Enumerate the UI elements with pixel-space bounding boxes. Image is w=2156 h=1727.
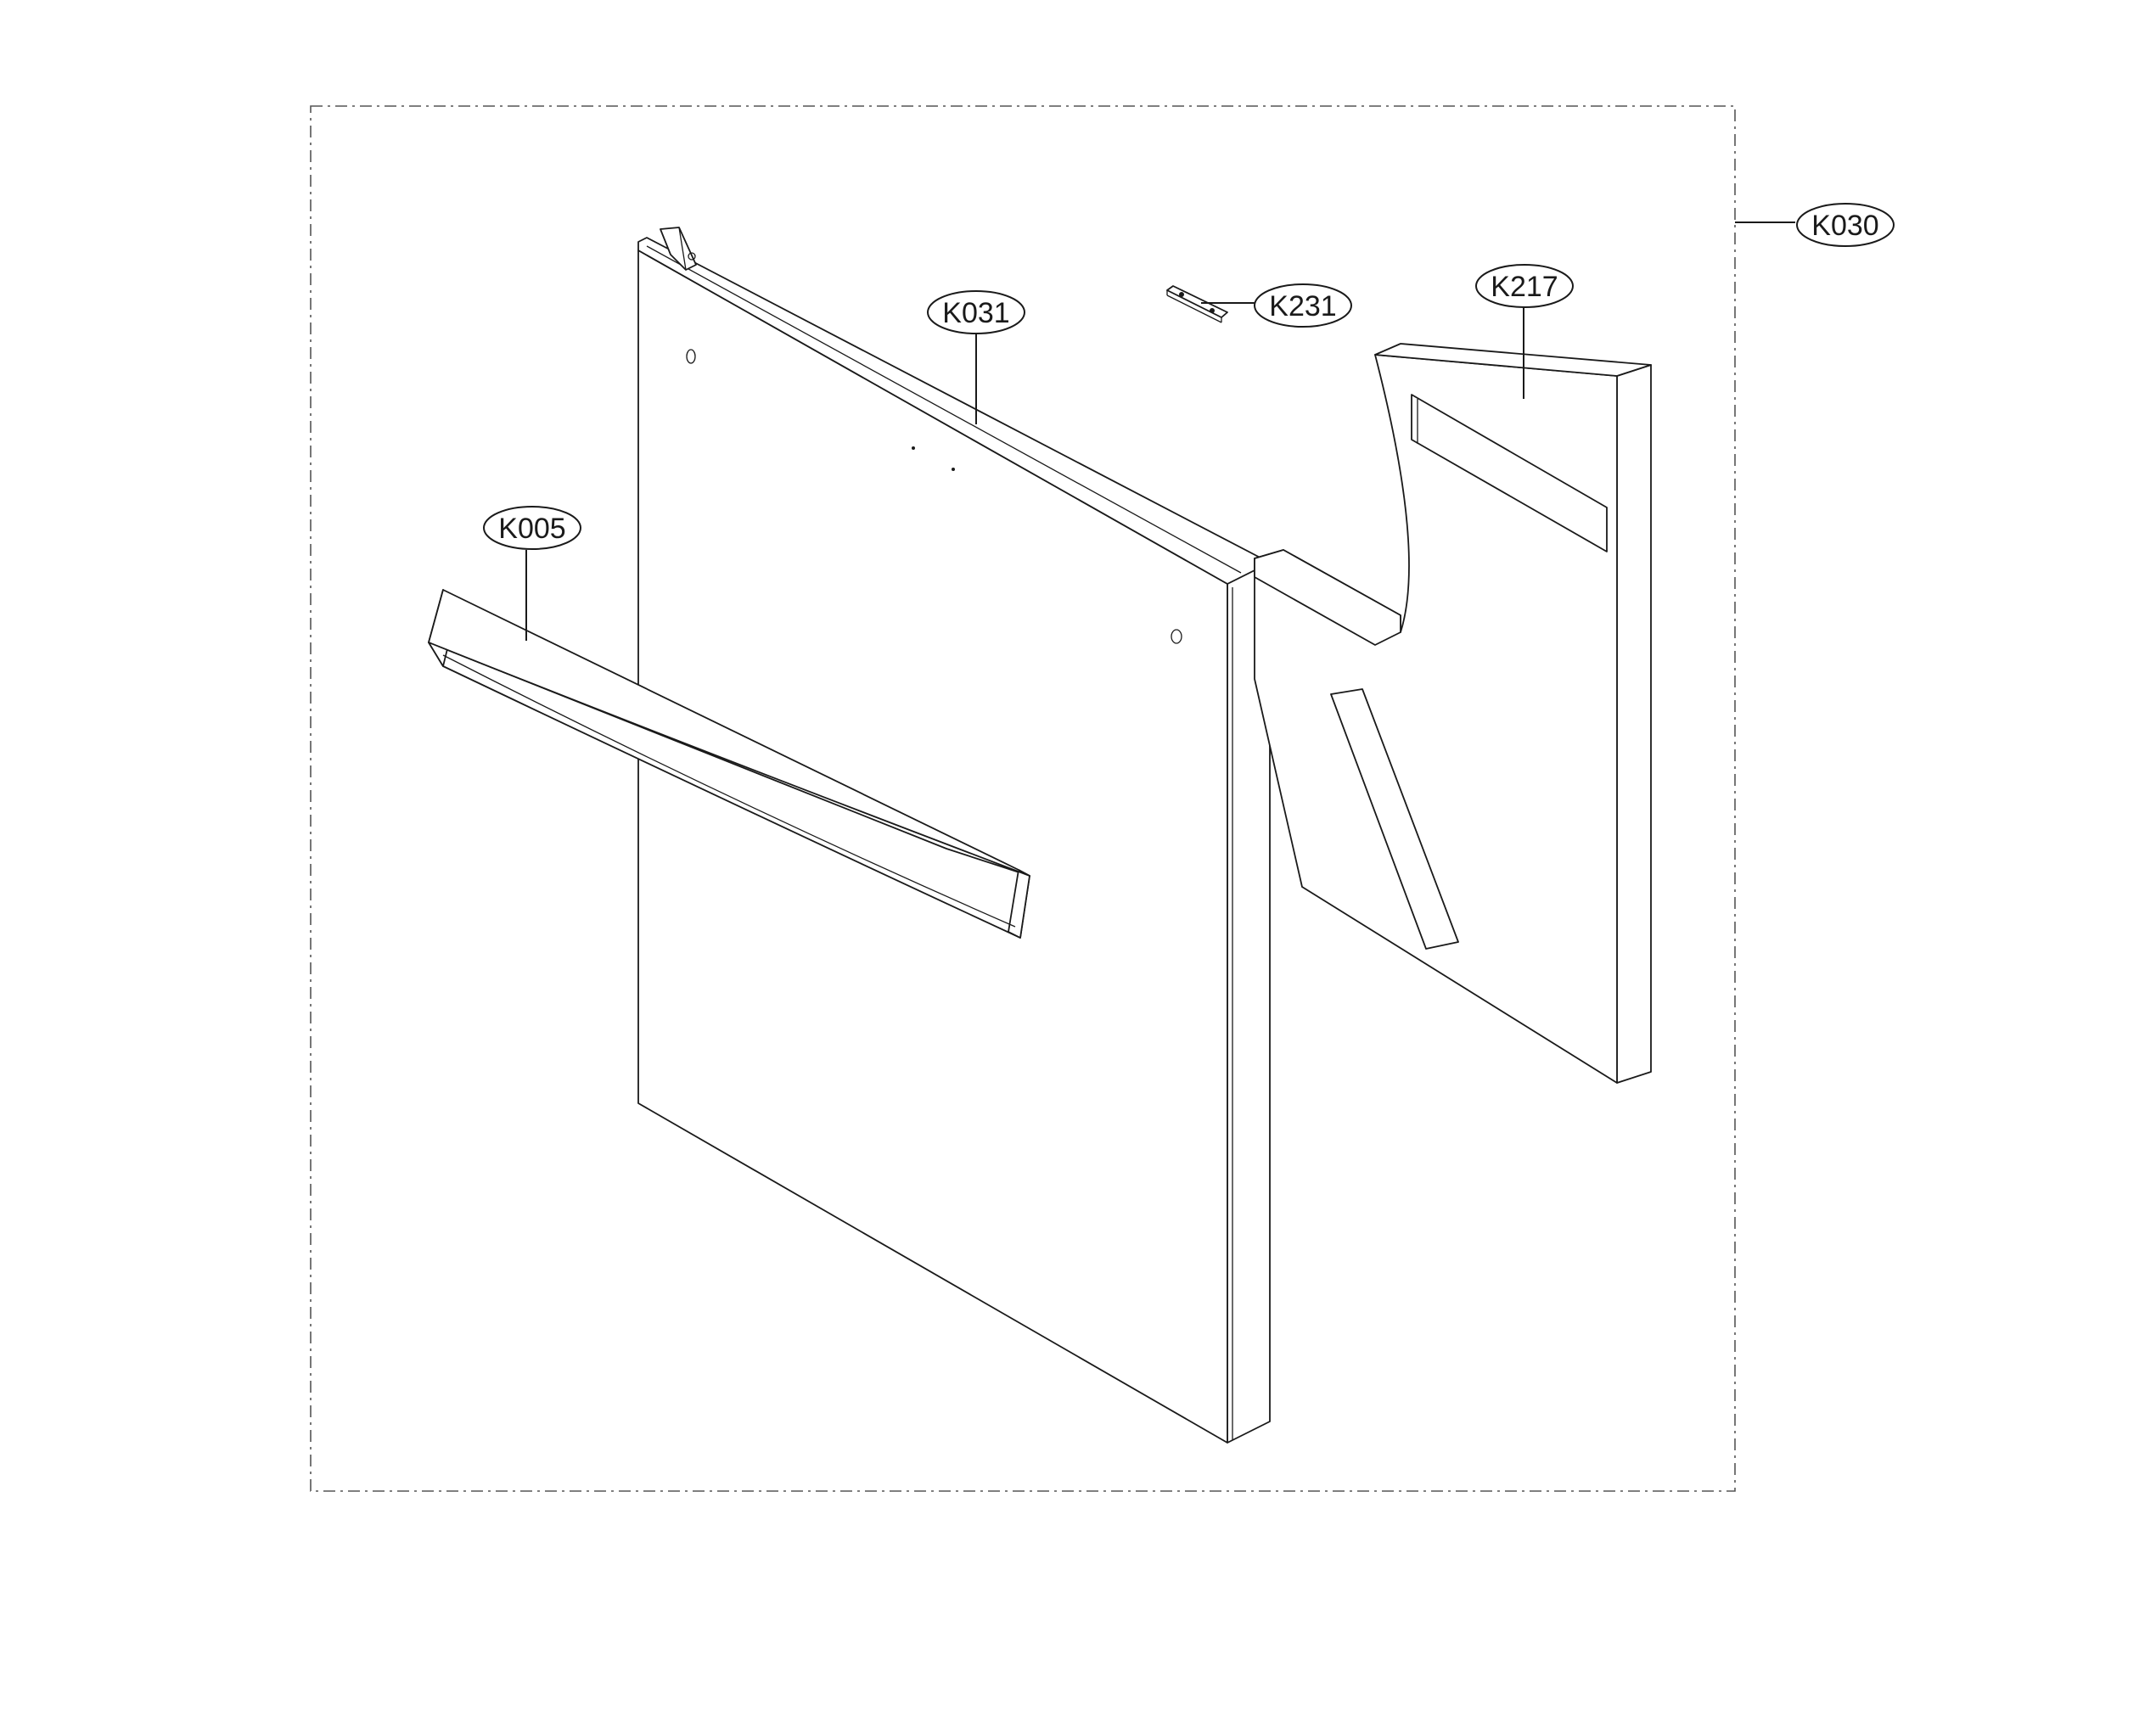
callout-k231: K231	[1254, 283, 1352, 328]
hinge-bracket	[660, 227, 697, 271]
inner-panel	[1254, 343, 1652, 1084]
assembly-boundary	[310, 105, 1736, 1492]
door-panel-top-edge	[637, 237, 1271, 585]
callout-k031-text: K031	[942, 297, 1009, 329]
callout-k005-text: K005	[498, 513, 565, 545]
mounting-hole	[686, 349, 696, 364]
callout-k217: K217	[1475, 264, 1574, 308]
door-handle-top-face	[428, 589, 1030, 877]
door-panel	[637, 227, 1271, 1444]
callout-k030: K030	[1796, 203, 1895, 247]
inner-panel-face	[1254, 354, 1618, 1084]
inner-panel-window	[1411, 394, 1608, 552]
mounting-hole	[1171, 629, 1182, 644]
callout-k005: K005	[483, 506, 581, 550]
small-bracket	[1166, 285, 1228, 323]
callout-k030-text: K030	[1811, 210, 1878, 242]
callout-k031: K031	[927, 290, 1025, 334]
inner-panel-side-edge	[1616, 364, 1652, 1084]
inner-panel-top-edge	[1374, 343, 1652, 377]
callout-k231-text: K231	[1269, 290, 1336, 322]
inner-panel-strip	[1330, 688, 1459, 950]
small-bracket-plate	[1166, 285, 1228, 318]
inner-panel-notch	[1254, 549, 1401, 646]
door-handle	[428, 589, 1030, 939]
callout-k217-text: K217	[1491, 271, 1558, 303]
